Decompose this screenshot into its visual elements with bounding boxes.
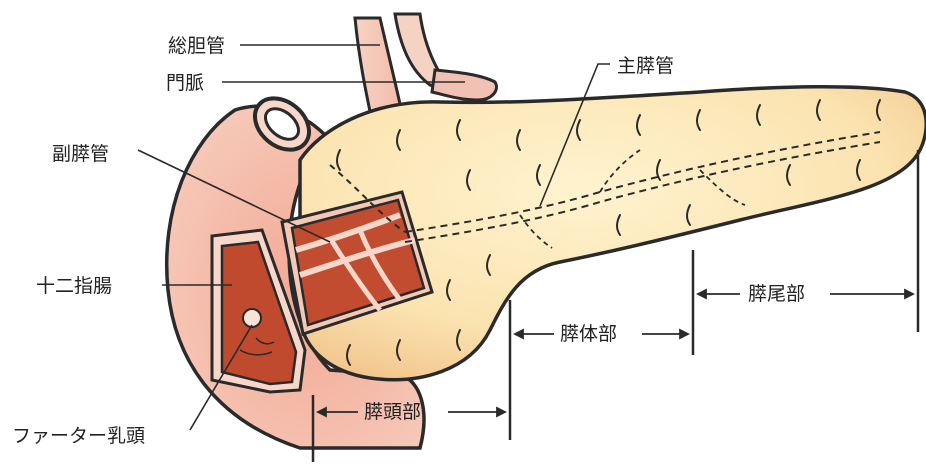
- label-papilla-of-vater: ファーター乳頭: [12, 425, 145, 447]
- label-pancreas-tail: 膵尾部: [748, 283, 805, 305]
- label-common-bile-duct: 総胆管: [168, 35, 225, 57]
- label-portal-vein: 門脈: [166, 72, 204, 94]
- label-accessory-pancreatic-duct: 副膵管: [52, 143, 109, 165]
- label-pancreas-head: 膵頭部: [364, 401, 421, 423]
- label-duodenum: 十二指腸: [36, 275, 112, 297]
- label-main-pancreatic-duct: 主膵管: [617, 55, 674, 77]
- label-pancreas-body: 膵体部: [560, 323, 617, 345]
